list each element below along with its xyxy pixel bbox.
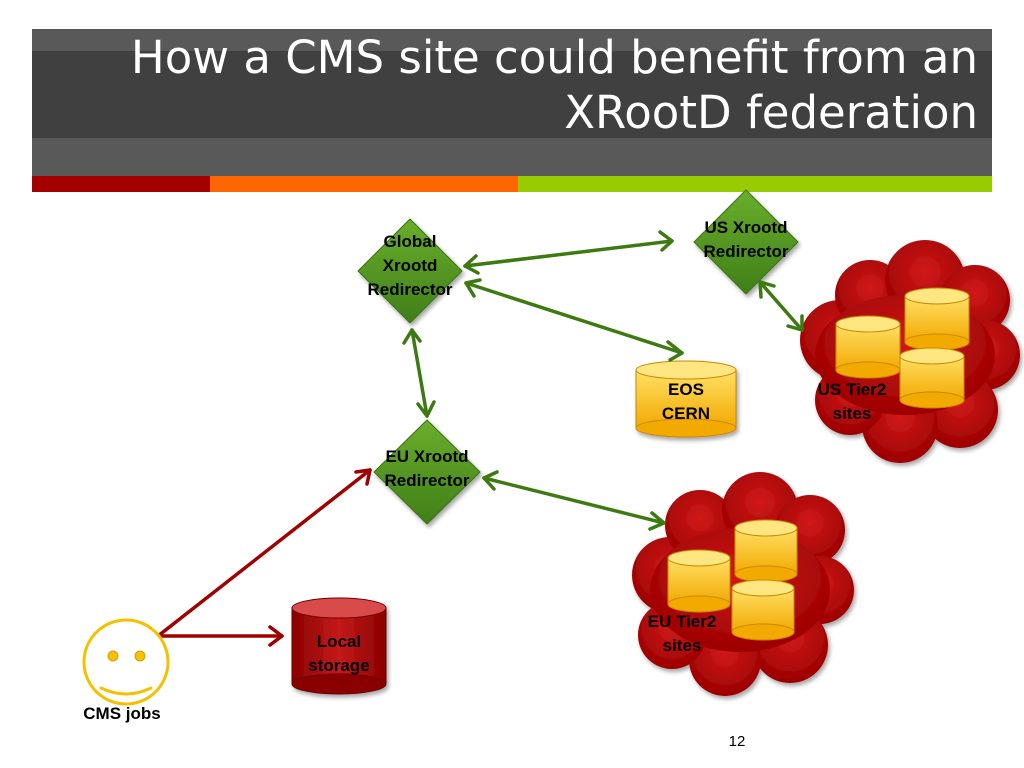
disk-icon — [667, 549, 731, 613]
us-tier2-label: US Tier2 sites — [792, 378, 912, 426]
accent-bar-orange — [210, 176, 518, 192]
eu-redirector-diamond — [373, 419, 481, 525]
accent-bar-red — [32, 176, 210, 192]
cms-jobs-label: CMS jobs — [62, 702, 182, 726]
eos-cern-label-line-2: CERN — [661, 404, 711, 423]
title-band-bottom — [32, 138, 992, 176]
us-redirector-label-line-2: Redirector — [703, 242, 789, 261]
eu-tier2-label-line-2: sites — [662, 636, 702, 655]
local-storage-label-line-2: storage — [308, 656, 370, 675]
local-storage-label-line-1: Local — [316, 632, 362, 651]
eu-tier2-label: EU Tier2 sites — [622, 610, 742, 658]
arrow-us-to-us-tier2 — [758, 280, 804, 332]
cms-jobs-label-text: CMS jobs — [83, 704, 161, 723]
arrow-jobs-to-local-storage — [156, 625, 284, 647]
eu-redirector-label: EU Xrootd Redirector — [367, 445, 487, 493]
eu-tier2-disks — [667, 519, 798, 641]
slide-title: How a CMS site could benefit from an XRo… — [78, 30, 978, 140]
disk-icon — [835, 315, 901, 379]
eu-redirector-label-line-1: EU Xrootd — [385, 447, 469, 466]
global-redirector-label-line-2: Xrootd — [382, 256, 438, 275]
arrow-global-to-eu — [402, 328, 436, 418]
eos-cern-label: EOS CERN — [636, 378, 736, 426]
slide-title-line-1: How a CMS site could benefit from an — [130, 31, 978, 84]
us-tier2-disks — [835, 287, 970, 409]
disk-icon — [734, 519, 798, 583]
local-storage-label: Local storage — [289, 630, 389, 678]
eu-redirector-label-line-2: Redirector — [384, 471, 470, 490]
slide-title-line-2: XRootD federation — [564, 86, 978, 139]
us-tier2-label-line-1: US Tier2 — [817, 380, 887, 399]
us-redirector-label-line-1: US Xrootd — [704, 218, 788, 237]
arrow-global-to-eos — [464, 278, 684, 362]
us-redirector-label: US Xrootd Redirector — [686, 216, 806, 264]
us-redirector-diamond — [693, 189, 799, 295]
disk-icon — [731, 579, 795, 641]
disk-icon — [904, 287, 970, 351]
global-redirector-label: Global Xrootd Redirector — [350, 230, 470, 302]
arrow-global-to-us — [463, 230, 674, 275]
accent-bar-green — [518, 176, 992, 192]
us-tier2-label-line-2: sites — [832, 404, 872, 423]
eu-tier2-label-line-1: EU Tier2 — [647, 612, 717, 631]
eos-cern-disk — [635, 360, 737, 438]
title-band-top — [32, 29, 992, 51]
global-redirector-label-line-3: Redirector — [367, 280, 453, 299]
slide-number: 12 — [728, 733, 746, 750]
global-redirector-diamond — [357, 218, 463, 324]
arrow-jobs-to-eu-redirector — [156, 468, 372, 638]
eos-cern-label-line-1: EOS — [668, 380, 704, 399]
arrow-eu-to-eu-tier2 — [482, 470, 666, 531]
cms-jobs-smiley-icon — [82, 618, 170, 706]
local-storage-disk — [291, 597, 387, 695]
disk-icon — [899, 347, 965, 409]
global-redirector-label-line-1: Global — [383, 232, 437, 251]
